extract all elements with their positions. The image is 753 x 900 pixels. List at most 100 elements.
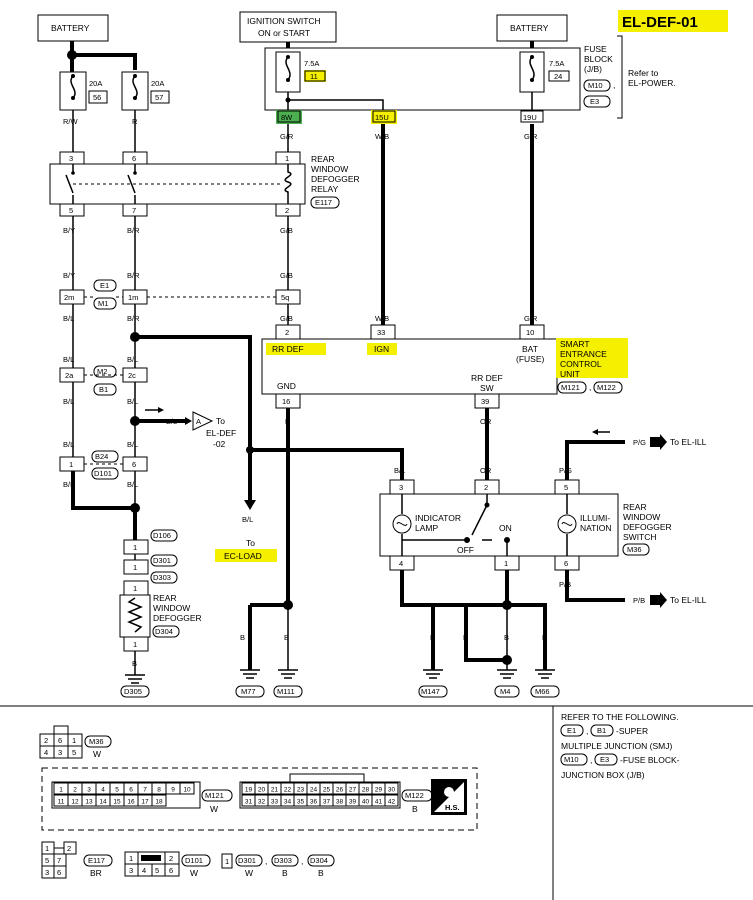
svg-text:1: 1 [129, 854, 133, 863]
svg-text:,: , [613, 80, 615, 90]
switch-label-2: WINDOW [623, 512, 660, 522]
switch-contact [471, 504, 488, 536]
wire-pg [565, 440, 625, 480]
svg-text:5: 5 [155, 866, 159, 875]
svg-text:,: , [590, 755, 592, 765]
wire-bl-3: B/L [127, 355, 138, 364]
fuse-block-label-3: (J/B) [584, 64, 602, 74]
fuse-24-amp: 7.5A [549, 59, 564, 68]
fuse-block-conn-e3: E3 [590, 97, 599, 106]
wire-bl-a: B/L [166, 417, 177, 426]
connector-pin-number: 5 [115, 787, 119, 794]
ground-icon-d305 [125, 674, 145, 684]
connector-pin-number: 32 [258, 799, 266, 806]
indicator-label-1: INDICATOR [415, 513, 461, 523]
svg-text:3: 3 [58, 748, 62, 757]
connector-pin-number: 6 [129, 787, 133, 794]
diagram-title: EL-DEF-01 [622, 14, 698, 31]
connector-pin-number: 18 [155, 799, 163, 806]
joint1-left-pin: 2m [64, 293, 74, 302]
wire-b-m111: B [284, 633, 289, 642]
relay-pin-1: 1 [285, 154, 289, 163]
svg-text:,: , [265, 856, 267, 866]
svg-text:1: 1 [225, 857, 229, 866]
battery-left-bus [70, 41, 137, 70]
connector-pin-number: 2 [73, 787, 77, 794]
relay-pin-5: 5 [69, 206, 73, 215]
svg-text:,: , [589, 382, 591, 392]
defogger-label-1: REAR [153, 593, 177, 603]
wire-gr-1: G/R [280, 132, 294, 141]
refer-line-2: -SUPER [616, 726, 648, 736]
scu-fuse-label: (FUSE) [516, 354, 545, 364]
joint1-far-pin: 5q [281, 293, 289, 302]
wire-b-def: B [132, 659, 137, 668]
svg-text:1: 1 [133, 640, 137, 649]
scu-pin-10: 10 [526, 328, 534, 337]
relay-label-3: DEFOGGER [311, 174, 360, 184]
connector-pin-number: 20 [258, 787, 266, 794]
wire-br-3: B/R [127, 314, 140, 323]
wire-pb-label: P/B [633, 596, 645, 605]
connector-pin-number: 28 [362, 787, 370, 794]
svg-text:1: 1 [45, 844, 49, 853]
refer-m10: M10 [564, 755, 579, 764]
ground-icon-m147 [423, 669, 443, 679]
connector-pin-number: 3 [87, 787, 91, 794]
joint1-conn-m1: M1 [98, 299, 108, 308]
ignition-label-1: IGNITION SWITCH [247, 16, 321, 26]
wire-bl-2: B/L [63, 355, 74, 364]
title-highlight [618, 10, 728, 32]
defogger-label-3: DEFOGGER [153, 613, 202, 623]
conn-e117-color: BR [90, 868, 102, 878]
scu-rrdef-sw-2: SW [480, 383, 494, 393]
wire-pg-label: P/G [633, 438, 646, 447]
relay-label-4: RELAY [311, 184, 339, 194]
wire-to-ec-load [135, 335, 252, 500]
connector-pin-number: 26 [336, 787, 344, 794]
switch-label-1: REAR [623, 502, 647, 512]
connector-pin-number: 14 [99, 799, 107, 806]
wire-b-m4: B [504, 633, 509, 642]
wire-gb-3: G/B [280, 314, 293, 323]
relay-coil [284, 164, 292, 204]
svg-text:7: 7 [57, 856, 61, 865]
wire-bl-7: B/L [127, 440, 138, 449]
wire-br-1: B/R [127, 226, 140, 235]
ground-icon-m4 [497, 669, 517, 679]
ec-load-to: To [246, 538, 255, 548]
scu-name-4: UNIT [560, 369, 580, 379]
connector-pin-number: 1 [59, 787, 63, 794]
conn-d101-color: W [190, 868, 198, 878]
connector-pin-number: 21 [271, 787, 279, 794]
offpage-a-label: A [196, 417, 201, 426]
battery-left-label: BATTERY [51, 23, 90, 33]
conn-d303-name: D303 [274, 856, 292, 865]
wire-gr-3: G/R [524, 314, 538, 323]
connector-group-frame [41, 767, 478, 831]
connector-pin-number: 12 [71, 799, 79, 806]
wire-bl-5: B/L [127, 397, 138, 406]
defogger-conn-d303: D303 [153, 573, 171, 582]
el-ill-bottom: To EL-ILL [670, 595, 707, 605]
svg-text:6: 6 [58, 736, 62, 745]
svg-text:,: , [301, 856, 303, 866]
fuse-57-symbol [132, 75, 138, 99]
connector-pin-number: 33 [271, 799, 279, 806]
wire-wb-2: W/B [375, 314, 389, 323]
wire-b-m77: B [240, 633, 245, 642]
relay-pin-2: 2 [285, 206, 289, 215]
svg-text:4: 4 [142, 866, 146, 875]
connector-pin-number: 8 [157, 787, 161, 794]
switch-label-4: SWITCH [623, 532, 657, 542]
defogger-conn-d106: D106 [153, 531, 171, 540]
battery-left-box [37, 14, 109, 42]
svg-text:3: 3 [129, 866, 133, 875]
svg-text:5: 5 [45, 856, 49, 865]
conn-d301-color: W [245, 868, 253, 878]
connector-pin-number: 11 [58, 799, 65, 806]
scu-name-3: CONTROL [560, 359, 602, 369]
wire-bl-1: B/L [63, 314, 74, 323]
connector-pin-number: 17 [141, 799, 149, 806]
